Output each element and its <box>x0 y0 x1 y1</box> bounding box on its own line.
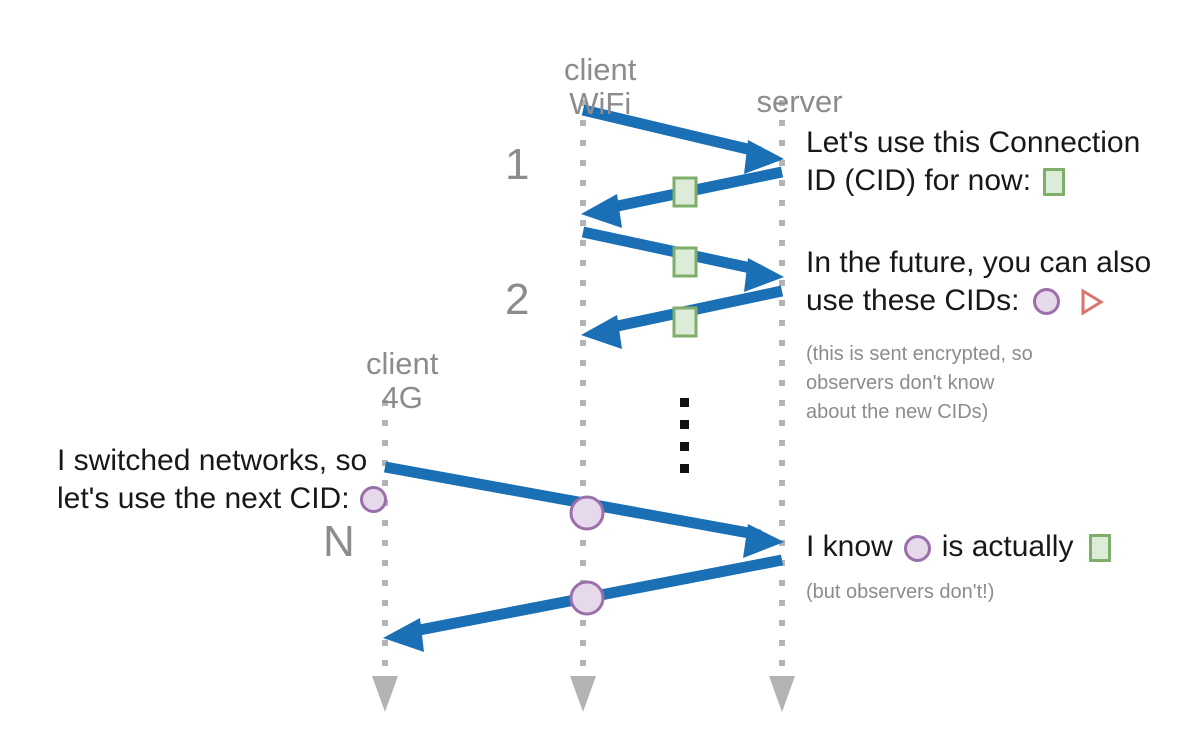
annotation-step-n-client-line2: let's use the next CID: <box>57 480 387 518</box>
step-number-2: 2 <box>505 275 530 324</box>
cid-marker-purple-circle-on-msg-n-request <box>569 495 605 531</box>
annotation-step-2-note-line3: about the new CIDs) <box>806 401 989 423</box>
annotation-step-1-line1: Let's use this Connection <box>806 126 1141 159</box>
annotation-step-2-line2: use these CIDs: <box>806 282 1151 320</box>
annotation-step-n-server-line1: I know is actually <box>806 528 1112 566</box>
actor-label-client-wifi: client WiFi <box>527 18 639 157</box>
actor-label-client-wifi-line2: WiFi <box>569 86 632 122</box>
step-number-n: N <box>323 517 355 566</box>
annotation-step-2-note-line1: (this is sent encrypted, so <box>806 343 1033 365</box>
actor-label-server-line1: server <box>756 83 843 119</box>
ellipsis-dot <box>680 398 689 407</box>
annotation-step-2: In the future, you can also use these CI… <box>806 244 1151 319</box>
actor-label-client-4g: client 4G <box>329 312 441 451</box>
ellipsis-dot <box>680 420 689 429</box>
lifeline-client-4g <box>372 400 398 712</box>
annotation-step-2-note-line2: observers don't know <box>806 372 995 394</box>
message-arrow-n-request <box>384 461 784 558</box>
cid-marker-purple-circle-on-msg-n-response <box>569 580 605 616</box>
annotation-step-n-server-pre: I know <box>806 530 893 563</box>
time-passes-ellipsis <box>680 398 689 486</box>
purple-circle-icon <box>1033 288 1061 316</box>
message-arrow-2-request <box>581 226 784 292</box>
lifeline-end-arrow-client-wifi <box>570 676 596 712</box>
annotation-step-1-line2-text: ID (CID) for now: <box>806 163 1032 197</box>
cid-marker-green-square-on-msg-2-response <box>672 306 698 338</box>
actor-label-client-4g-line2: 4G <box>381 380 423 416</box>
actor-label-client-4g-line1: client <box>366 345 439 381</box>
purple-circle-icon <box>359 486 387 514</box>
green-square-icon <box>1043 167 1066 196</box>
red-triangle-icon <box>1080 287 1105 316</box>
annotation-step-1: Let's use this Connection ID (CID) for n… <box>806 124 1140 199</box>
annotation-step-2-note: (this is sent encrypted, so observers do… <box>806 340 1033 427</box>
cid-marker-green-square-on-msg-1-response <box>672 176 698 208</box>
actor-label-client-wifi-line1: client <box>564 51 637 87</box>
green-square-icon <box>1089 534 1112 563</box>
annotation-step-n-server-note: (but observers don't!) <box>806 578 994 607</box>
annotation-step-n-server: I know is actually <box>806 528 1112 566</box>
lifeline-client-wifi <box>570 100 596 712</box>
annotation-step-n-client: I switched networks, so let's use the ne… <box>57 442 387 517</box>
annotation-step-n-server-note-text: (but observers don't!) <box>806 581 995 603</box>
cid-marker-green-square-on-msg-2-request <box>672 246 698 278</box>
lifeline-end-arrow-server <box>769 676 795 712</box>
ellipsis-dot <box>680 442 689 451</box>
lifeline-server <box>769 100 795 712</box>
purple-circle-icon <box>903 534 931 562</box>
annotation-step-1-line2: ID (CID) for now: <box>806 162 1140 200</box>
lifeline-end-arrow-client-4g <box>372 676 398 712</box>
actor-label-server: server <box>722 50 842 154</box>
ellipsis-dot <box>680 464 689 473</box>
annotation-step-n-client-line2-text: let's use the next CID: <box>57 481 350 515</box>
message-arrow-1-request <box>581 104 784 174</box>
annotation-step-n-server-mid: is actually <box>941 530 1074 563</box>
annotation-step-n-client-line1: I switched networks, so <box>57 444 368 477</box>
step-number-1: 1 <box>505 140 530 189</box>
annotation-step-2-line2-text: use these CIDs: <box>806 283 1020 317</box>
annotation-step-2-line1: In the future, you can also <box>806 246 1152 279</box>
